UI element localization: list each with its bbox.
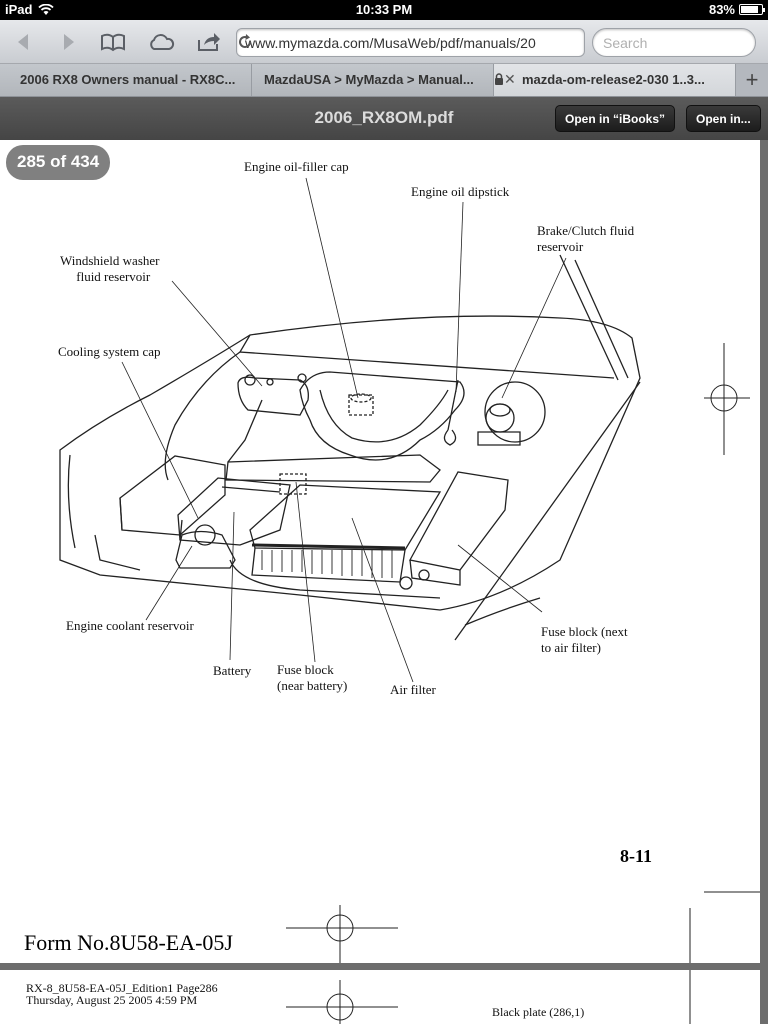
- tab-label: mazda-om-release2-030 1..3...: [522, 72, 705, 87]
- lock-icon: [495, 73, 503, 85]
- battery-fill: [741, 6, 758, 13]
- new-tab-button[interactable]: +: [736, 64, 768, 96]
- tab-label: MazdaUSA > MyMazda > Manual...: [264, 72, 474, 87]
- open-in-button[interactable]: Open in...: [686, 105, 761, 132]
- wifi-icon: [38, 3, 55, 15]
- label-battery: Battery: [213, 663, 252, 678]
- book-icon: [101, 33, 125, 52]
- label-air-filter: Air filter: [390, 682, 436, 697]
- plus-icon: +: [745, 67, 759, 92]
- tab-label: 2006 RX8 Owners manual - RX8C...: [20, 72, 236, 87]
- pdf-title: 2006_RX8OM.pdf: [314, 108, 454, 127]
- share-icon: [198, 33, 220, 51]
- reload-icon[interactable]: [237, 34, 253, 50]
- close-tab-icon[interactable]: ✕: [504, 71, 516, 87]
- url-text: www.mymazda.com/MusaWeb/pdf/manuals/20: [245, 35, 536, 51]
- edition-info: RX-8_8U58-EA-05J_Edition1 Page286 Thursd…: [26, 981, 218, 1007]
- device-name: iPad: [5, 2, 33, 17]
- status-bar: iPad 10:33 PM 83%: [0, 0, 768, 20]
- back-arrow-icon: [18, 34, 28, 50]
- form-number: Form No.8U58-EA-05J: [24, 930, 233, 955]
- back-button[interactable]: [8, 28, 38, 56]
- label-oil-dipstick: Engine oil dipstick: [411, 184, 510, 199]
- label-cooling-cap: Cooling system cap: [58, 344, 161, 359]
- label-fuse-block-air-filter: Fuse block (next to air filter): [541, 624, 628, 655]
- clock: 10:33 PM: [355, 2, 413, 17]
- page-counter: 285 of 434: [6, 145, 111, 180]
- label-coolant-reservoir: Engine coolant reservoir: [66, 618, 194, 633]
- tab-rx8-owners-manual[interactable]: 2006 RX8 Owners manual - RX8C...: [0, 64, 252, 96]
- search-input[interactable]: Search: [592, 28, 756, 57]
- label-fuse-block-battery: Fuse block (near battery): [277, 662, 348, 693]
- pdf-next-page: RX-8_8U58-EA-05J_Edition1 Page286 Thursd…: [0, 970, 760, 1024]
- bookmarks-button[interactable]: [98, 28, 128, 56]
- browser-toolbar: www.mymazda.com/MusaWeb/pdf/manuals/20 S…: [0, 20, 768, 64]
- plate-info: Black plate (286,1): [492, 1005, 585, 1019]
- address-bar[interactable]: www.mymazda.com/MusaWeb/pdf/manuals/20: [236, 28, 585, 57]
- battery-icon: [739, 4, 765, 15]
- pdf-header-bar: 2006_RX8OM.pdf Open in “iBooks” Open in.…: [0, 97, 768, 140]
- forward-button[interactable]: [54, 28, 84, 56]
- engine-bay-diagram: [59, 177, 760, 963]
- crop-mark: [286, 970, 691, 1024]
- open-in-ibooks-button[interactable]: Open in “iBooks”: [555, 105, 676, 132]
- label-brake-clutch-reservoir: Brake/Clutch fluid reservoir: [537, 223, 635, 254]
- tab-mymazda-manuals[interactable]: MazdaUSA > MyMazda > Manual...: [252, 64, 494, 96]
- cloud-icon: [150, 34, 175, 50]
- forward-arrow-icon: [64, 34, 74, 50]
- pdf-page: Engine oil-filler cap Engine oil dipstic…: [0, 140, 760, 963]
- tab-mazda-om-release[interactable]: ✕ mazda-om-release2-030 1..3...: [494, 64, 736, 96]
- page-number: 8-11: [620, 846, 653, 866]
- battery-percent: 83%: [708, 2, 735, 17]
- share-button[interactable]: [194, 28, 224, 56]
- tab-bar: 2006 RX8 Owners manual - RX8C... MazdaUS…: [0, 64, 768, 97]
- label-oil-filler-cap: Engine oil-filler cap: [244, 159, 349, 174]
- label-washer-reservoir: Windshield washer fluid reservoir: [60, 253, 160, 284]
- icloud-tabs-button[interactable]: [146, 28, 176, 56]
